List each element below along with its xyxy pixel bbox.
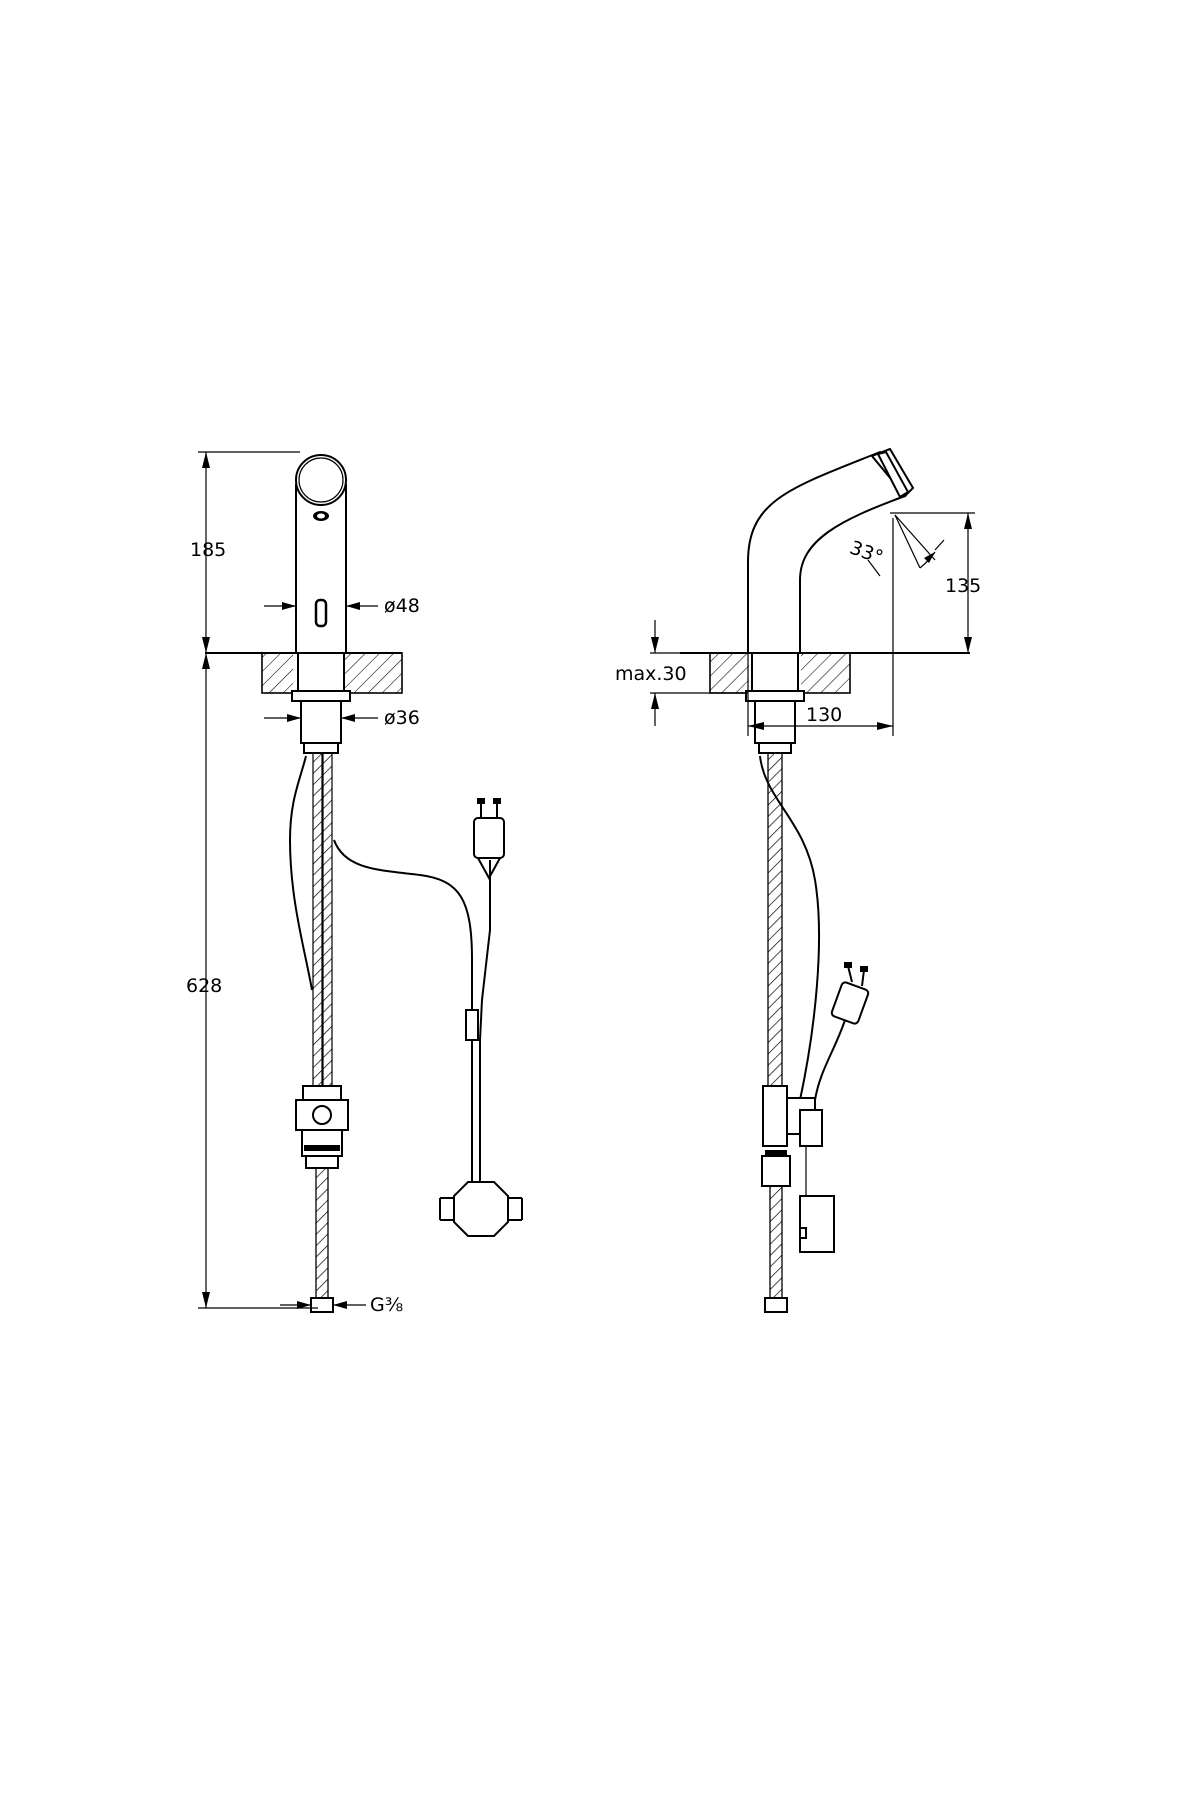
front-connection-hose: [315, 1167, 329, 1299]
label-spout-diameter: ø48: [384, 595, 420, 617]
side-power-box: [799, 1195, 835, 1253]
front-connection-nut: [310, 1297, 334, 1313]
front-inline-connector: [465, 1009, 479, 1041]
label-height-above-deck: 185: [190, 539, 226, 561]
front-sensor-cable: [288, 755, 313, 991]
front-power-cable: [333, 839, 473, 1190]
front-supply-hoses: [312, 752, 333, 1099]
front-spout-body: [295, 454, 347, 654]
side-view: 135 33° max.30 130: [615, 447, 981, 1313]
side-connection-hose: [769, 1185, 783, 1299]
dim-130: [747, 518, 894, 736]
label-max-deck-thickness: max.30: [615, 663, 687, 685]
side-power-cable: [814, 1019, 846, 1101]
dim-diameter-36: [264, 714, 378, 722]
label-spout-angle: 33°: [847, 537, 886, 569]
side-spout-body: [747, 447, 915, 654]
front-power-unit: [439, 1181, 523, 1237]
dim-diameter-48: [264, 602, 378, 610]
front-plug: [473, 798, 505, 1190]
label-total-height-below: 628: [186, 975, 222, 997]
label-outlet-height: 135: [945, 575, 981, 597]
label-projection: 130: [806, 704, 842, 726]
dim-angle-33: [867, 514, 945, 577]
front-mounting-shank: [291, 652, 351, 754]
side-connection-nut: [764, 1297, 788, 1313]
front-valve-block: [295, 1085, 349, 1169]
front-view: 185 628 ø48 ø36: [186, 451, 523, 1316]
side-plug: [830, 962, 870, 1025]
dim-thread: [280, 1301, 366, 1309]
dim-135: [890, 512, 975, 653]
side-valve-block: [761, 1085, 823, 1187]
sensor-window: [314, 598, 328, 628]
side-mounting-shank: [745, 652, 805, 754]
label-connection-thread: G⅜: [370, 1294, 403, 1316]
side-sensor-cable: [759, 755, 821, 1101]
label-shank-diameter: ø36: [384, 707, 420, 729]
dim-max-30: [650, 620, 748, 726]
dim-185: [198, 451, 300, 653]
side-deck-section: [680, 652, 970, 694]
